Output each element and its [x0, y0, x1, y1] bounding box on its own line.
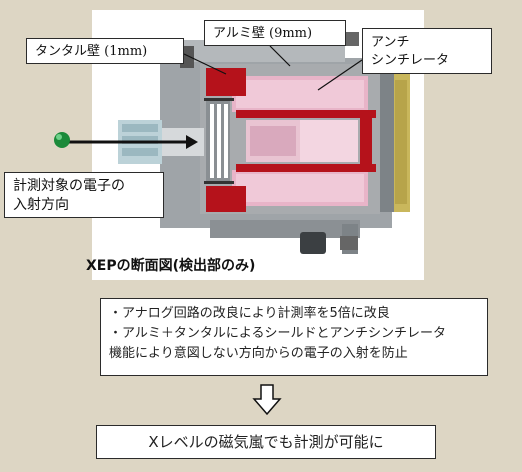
- tantalum-shield-upper: [236, 110, 376, 118]
- anti-scintillator-line2: シンチレータ: [371, 53, 450, 68]
- tantalum-wall-label: タンタル壁 (1mm): [26, 38, 184, 64]
- figure-caption: XEPの断面図(検出部のみ): [86, 258, 256, 274]
- tantalum-shield-top: [206, 68, 246, 96]
- electron-ball: [54, 132, 70, 148]
- leader-tantalum: [183, 53, 227, 75]
- bottom-mount: [300, 232, 326, 254]
- leader-anti: [317, 59, 363, 91]
- anti-scintillator-line1: アンチ: [371, 35, 410, 50]
- electron-direction-line1: 計測対象の電子の: [13, 178, 125, 194]
- bracket-right: [340, 236, 358, 250]
- tantalum-shield-bottom: [206, 186, 246, 212]
- aluminum-thickness-text: (9mm): [269, 26, 313, 41]
- result-box: Xレベルの磁気嵐でも計測が可能に: [96, 425, 436, 459]
- electron-direction-label: 計測対象の電子の 入射方向: [4, 172, 164, 218]
- tantalum-wall-text: タンタル壁: [35, 44, 101, 59]
- down-arrow-icon: [252, 384, 282, 416]
- electron-direction-line2: 入射方向: [13, 197, 69, 213]
- aluminum-wall-label: アルミ壁 (9mm): [204, 20, 346, 46]
- improvement-line-2: ・アルミ＋タンタルによるシールドとアンチシンチレータ: [109, 326, 446, 341]
- improvements-box: ・アナログ回路の改良により計測率を5倍に改良 ・アルミ＋タンタルによるシールドと…: [100, 298, 488, 376]
- leader-aluminum: [269, 45, 291, 67]
- bracket-top: [345, 32, 359, 46]
- aluminum-wall-text: アルミ壁: [213, 26, 265, 41]
- anti-scintillator-label: アンチ シンチレータ: [362, 28, 492, 74]
- arrow-head: [186, 135, 198, 149]
- housing-bottom-plate: [210, 220, 360, 238]
- detector-cross-section: [54, 32, 410, 254]
- improvement-line-1: ・アナログ回路の改良により計測率を5倍に改良: [109, 306, 390, 321]
- improvement-line-3: 機能により意図しない方向からの電子の入射を防止: [109, 346, 408, 361]
- tantalum-shield-lower: [236, 164, 376, 172]
- tantalum-thickness-text: (1mm): [104, 44, 148, 59]
